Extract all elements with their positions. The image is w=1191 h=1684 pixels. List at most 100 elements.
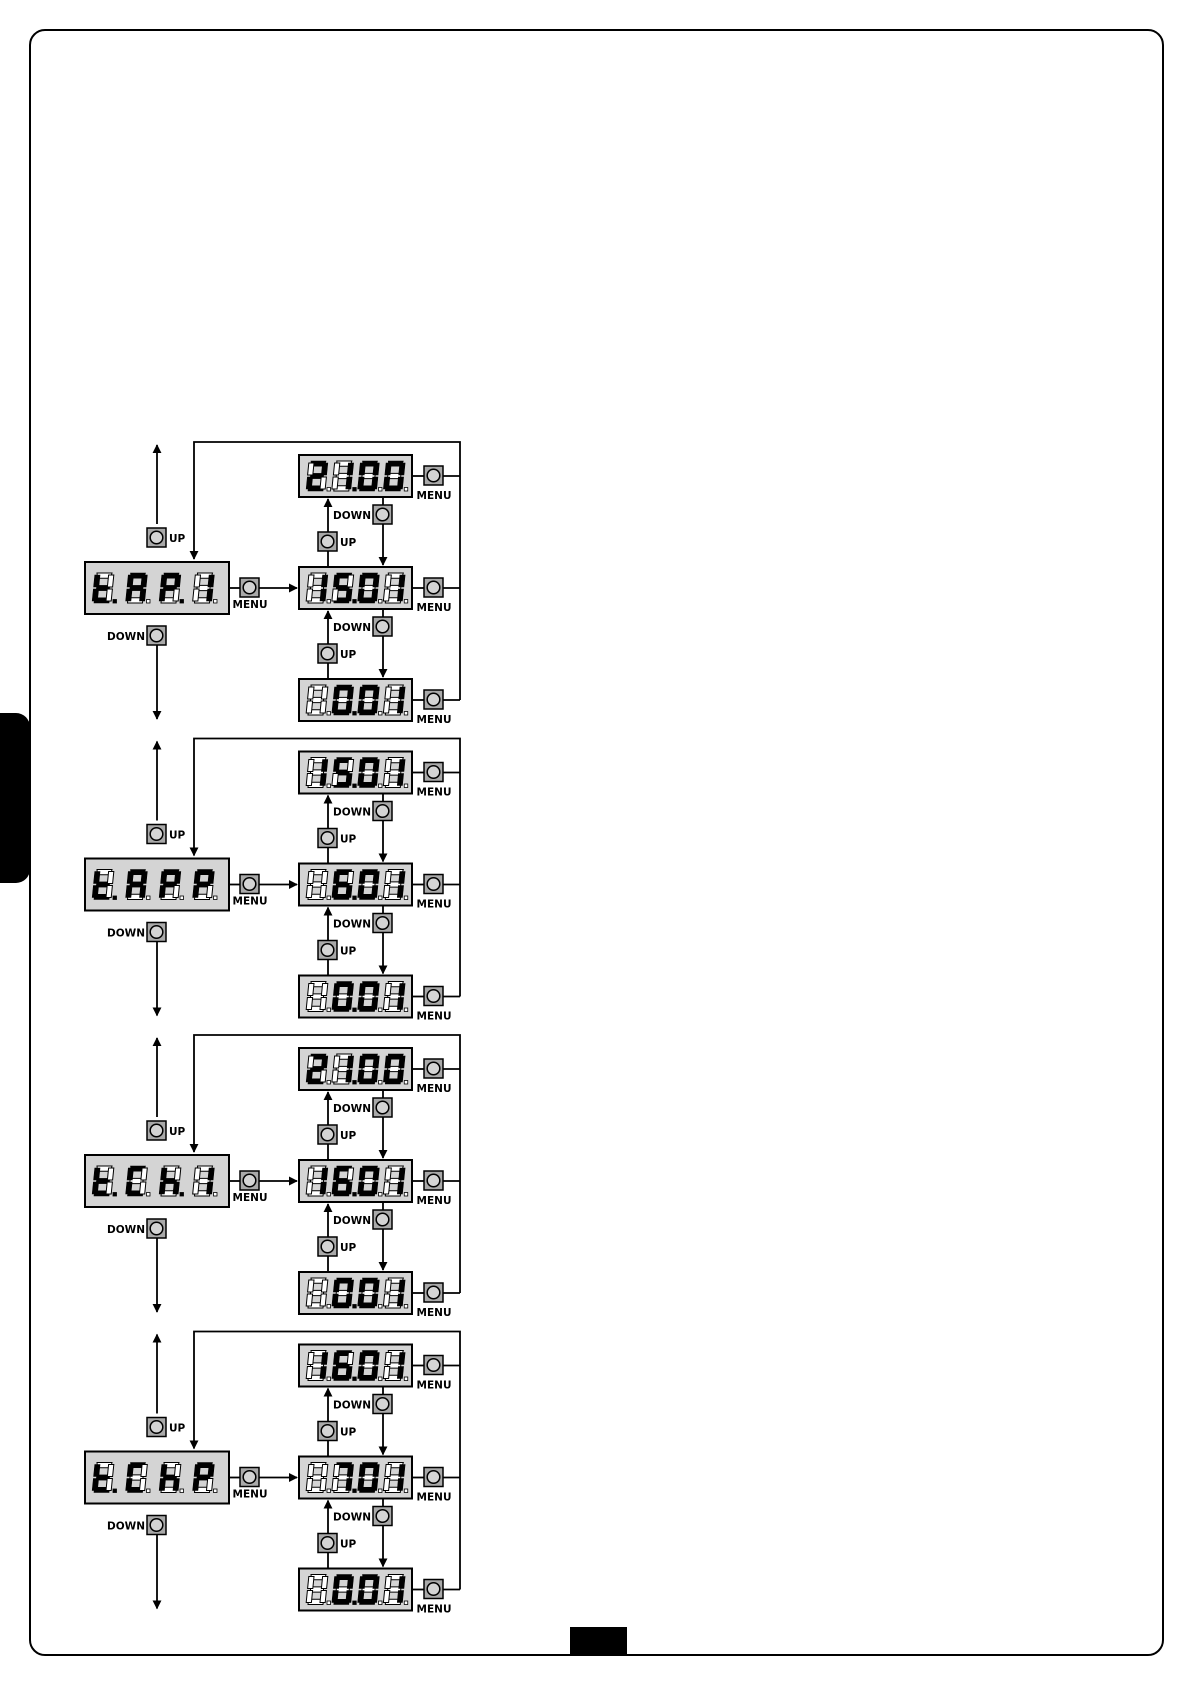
menu-button[interactable] (424, 987, 443, 1006)
button-circle (243, 581, 256, 594)
menu-button[interactable] (424, 1283, 443, 1302)
down-button[interactable] (147, 1219, 166, 1238)
down-button[interactable] (147, 923, 166, 942)
menu-button[interactable] (424, 1468, 443, 1487)
segment-b (107, 1168, 113, 1180)
decimal-point (180, 600, 184, 604)
segment-f (359, 575, 365, 587)
segment-f (359, 1465, 365, 1477)
segment-b (321, 463, 327, 475)
segment-c (346, 1070, 352, 1082)
up-label: UP (340, 1242, 357, 1254)
segment-c (320, 701, 326, 713)
segment-f (359, 760, 365, 772)
decimal-point (327, 896, 331, 900)
segment-f (385, 872, 391, 884)
up-button[interactable] (318, 1125, 337, 1144)
segment-f (333, 1056, 339, 1068)
segment-f (308, 1280, 314, 1292)
menu-button[interactable] (424, 1171, 443, 1190)
up-button[interactable] (318, 532, 337, 551)
down-button[interactable] (147, 1516, 166, 1535)
segment-c (346, 589, 352, 601)
segment-c (346, 1367, 352, 1379)
menu-button[interactable] (240, 875, 259, 894)
up-button[interactable] (147, 1418, 166, 1437)
menu-button[interactable] (424, 578, 443, 597)
segment-b (321, 1280, 327, 1292)
down-button[interactable] (373, 1507, 392, 1526)
decimal-point (353, 488, 357, 492)
segment-b (174, 1465, 180, 1477)
segment-c (207, 886, 213, 898)
segment-f (385, 760, 391, 772)
up-button[interactable] (318, 1237, 337, 1256)
segment-f (161, 872, 167, 884)
menu-button[interactable] (424, 690, 443, 709)
button-circle (150, 1222, 163, 1235)
up-button[interactable] (147, 528, 166, 547)
up-button[interactable] (318, 941, 337, 960)
segment-b (321, 1465, 327, 1477)
down-button[interactable] (373, 1210, 392, 1229)
down-button[interactable] (373, 1395, 392, 1414)
down-button[interactable] (373, 617, 392, 636)
menu-button[interactable] (424, 875, 443, 894)
down-label: DOWN (333, 807, 371, 819)
button-circle (427, 469, 440, 482)
segment-c (320, 1367, 326, 1379)
main-display-1: t.AP.1 (85, 562, 229, 614)
decimal-point (214, 1489, 218, 1493)
segment-b (399, 1465, 405, 1477)
segment-e (358, 1591, 364, 1603)
up-button[interactable] (147, 825, 166, 844)
segment-e (92, 1182, 98, 1194)
up-button[interactable] (318, 829, 337, 848)
segment-f (308, 575, 314, 587)
segment-c (346, 1591, 352, 1603)
up-button[interactable] (318, 644, 337, 663)
down-button[interactable] (373, 1098, 392, 1117)
decimal-point (404, 784, 408, 788)
segment-e (332, 1591, 338, 1603)
segment-e (358, 886, 364, 898)
button-circle (427, 1286, 440, 1299)
button-circle (243, 1471, 256, 1484)
menu-button[interactable] (424, 1059, 443, 1078)
segment-c (346, 1479, 352, 1491)
segment-b (347, 1168, 353, 1180)
segment-c (372, 589, 378, 601)
menu-button[interactable] (424, 763, 443, 782)
up-button[interactable] (147, 1121, 166, 1140)
menu-button[interactable] (240, 578, 259, 597)
down-button[interactable] (373, 505, 392, 524)
button-circle (376, 1213, 389, 1226)
decimal-point (353, 1377, 357, 1381)
decimal-point (327, 488, 331, 492)
button-circle (321, 1128, 334, 1141)
menu-button[interactable] (424, 466, 443, 485)
segment-f (333, 872, 339, 884)
button-circle (150, 828, 163, 841)
segment-e (358, 1070, 364, 1082)
menu-label: MENU (417, 1604, 452, 1616)
up-button[interactable] (318, 1422, 337, 1441)
segment-b (208, 872, 214, 884)
down-label: DOWN (333, 1215, 371, 1227)
segment-c (346, 886, 352, 898)
menu-button[interactable] (240, 1171, 259, 1190)
menu-button[interactable] (240, 1468, 259, 1487)
down-button[interactable] (147, 626, 166, 645)
up-label: UP (169, 1126, 186, 1138)
segment-b (321, 575, 327, 587)
down-button[interactable] (373, 914, 392, 933)
menu-button[interactable] (424, 1580, 443, 1599)
button-circle (376, 917, 389, 930)
decimal-point (353, 600, 357, 604)
down-button[interactable] (373, 802, 392, 821)
menu-label: MENU (417, 1083, 452, 1095)
up-button[interactable] (318, 1534, 337, 1553)
menu-button[interactable] (424, 1356, 443, 1375)
segment-c (140, 1479, 146, 1491)
segment-b (399, 575, 405, 587)
